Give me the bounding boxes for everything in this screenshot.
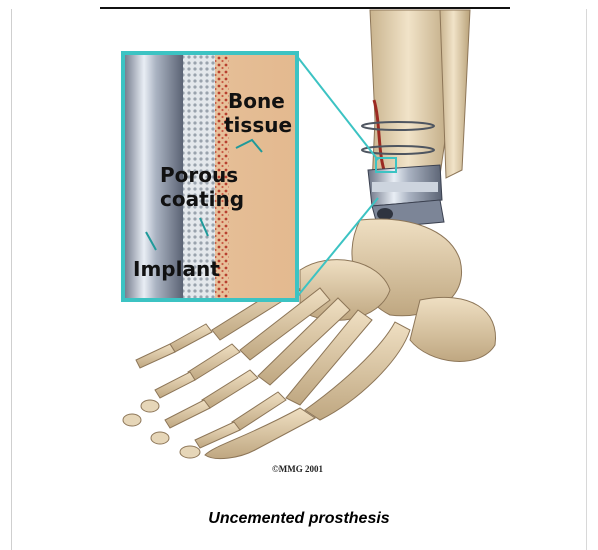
label-bone-line1: Bone (228, 89, 285, 113)
label-porous-line1: Porous (160, 163, 238, 187)
ankle-prosthesis-illustration: Bone tissue Porous coating Implant ©MMG … (0, 0, 598, 490)
label-porous-line2: coating (160, 187, 244, 211)
magnified-inset: Bone tissue Porous coating Implant (123, 53, 297, 300)
label-implant: Implant (133, 257, 220, 281)
figure-caption: Uncemented prosthesis (0, 510, 598, 528)
label-bone-line2: tissue (224, 113, 292, 137)
copyright-text: ©MMG 2001 (272, 464, 323, 474)
